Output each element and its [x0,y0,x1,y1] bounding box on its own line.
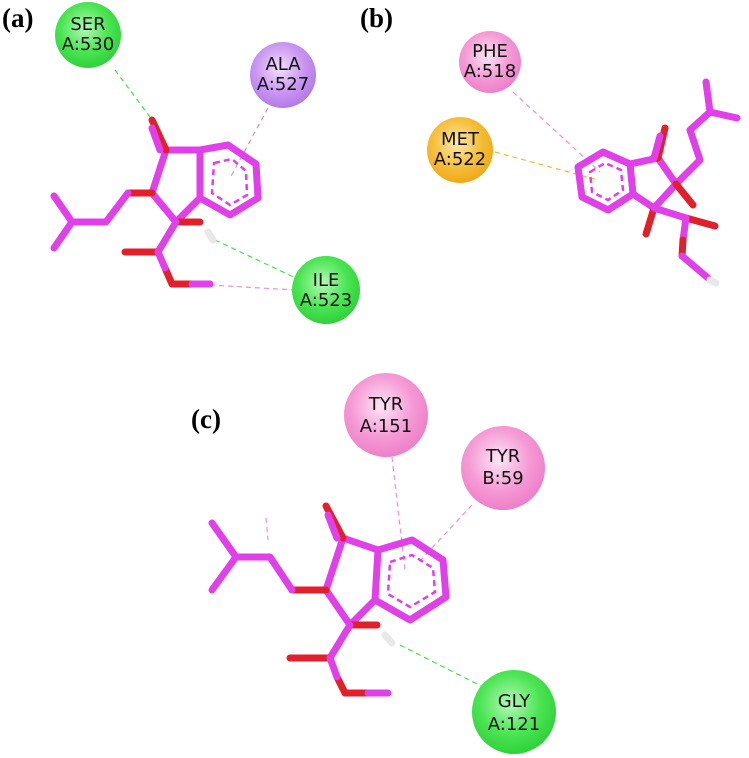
hbond-line [399,644,486,689]
residue-tyr-a151[interactable]: TYR A:151 [344,373,428,457]
pi-sigma-line [229,107,269,179]
pi-pi-line [417,504,473,564]
residue-gly-a121[interactable]: GLY A:121 [472,670,556,754]
ligand-molecule [50,116,262,288]
ligand-molecule [208,502,450,697]
svg-text:A:522: A:522 [434,149,486,170]
svg-text:TYR: TYR [368,394,404,415]
panel-c: (c) TYR A:151 [191,373,556,754]
svg-text:B:59: B:59 [482,468,523,489]
svg-text:TYR: TYR [485,446,521,467]
svg-text:GLY: GLY [498,691,532,712]
svg-text:SER: SER [70,14,105,35]
svg-text:A:527: A:527 [257,74,309,95]
residue-met-a522[interactable]: MET A:522 [427,117,493,183]
pi-pi-line [391,456,406,571]
svg-text:A:518: A:518 [464,61,516,82]
residue-ile-a523[interactable]: ILE A:523 [292,256,360,324]
panel-c-label: (c) [191,404,221,434]
alkyl-line [265,517,269,541]
svg-text:A:121: A:121 [488,714,540,735]
hbond-line [114,69,151,118]
ligand-molecule [574,78,741,287]
panel-b: (b) PHE A:518 MET A [360,3,741,287]
panel-a: (a) SER A:530 [2,2,360,324]
panel-b-label: (b) [360,3,393,33]
hbond-line [214,239,301,281]
pi-pi-line [512,91,601,173]
residue-phe-a518[interactable]: PHE A:518 [459,31,521,93]
panel-a-label: (a) [2,3,33,33]
svg-text:A:523: A:523 [300,290,352,311]
svg-text:A:151: A:151 [360,416,412,437]
alkyl-line [209,284,296,291]
svg-text:MET: MET [441,129,480,150]
residue-ser-a530[interactable]: SER A:530 [55,2,121,68]
residue-ala-a527[interactable]: ALA A:527 [250,42,316,108]
residue-tyr-b59[interactable]: TYR B:59 [461,426,545,510]
svg-text:A:530: A:530 [62,34,114,55]
svg-text:ILE: ILE [313,270,340,291]
svg-text:ALA: ALA [265,54,301,75]
svg-text:PHE: PHE [472,41,508,62]
